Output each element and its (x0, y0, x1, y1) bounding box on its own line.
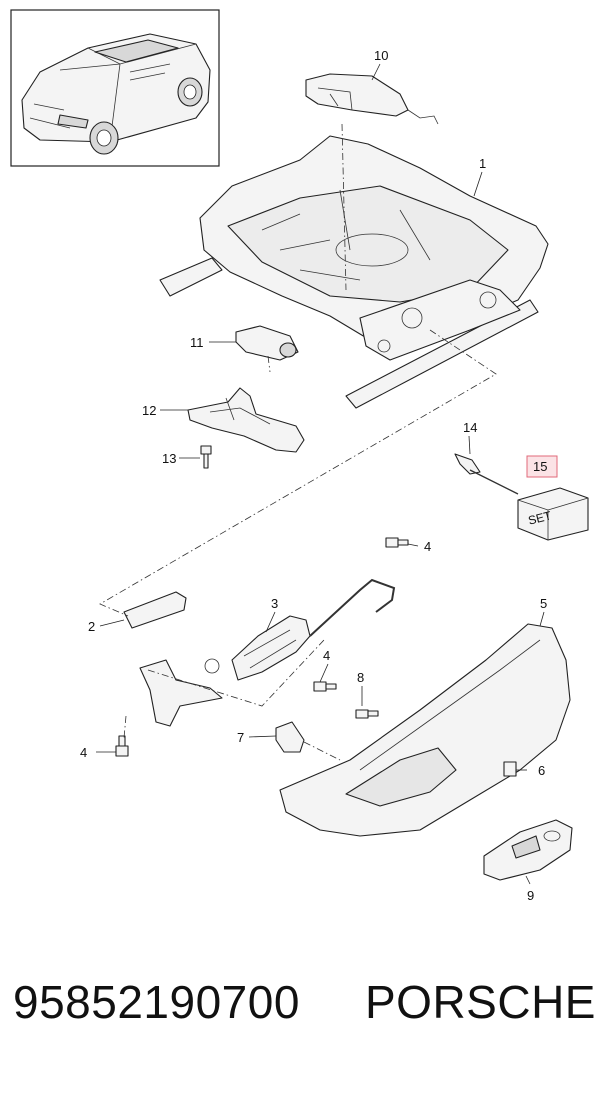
part-15-set-box: SET (517, 487, 589, 541)
part-1-seat-frame (159, 135, 549, 409)
callout-11: 11 (190, 335, 204, 350)
assembly-lines (99, 123, 497, 761)
callout-1: 1 (479, 156, 486, 171)
vehicle-thumbnail (10, 9, 220, 167)
part-2-lever (123, 591, 223, 727)
callout-13: 13 (162, 451, 176, 466)
callout-9: 9 (527, 888, 534, 903)
callout-4-mid: 4 (323, 648, 330, 663)
brand-name: PORSCHE (365, 976, 596, 1028)
part-10-cover (305, 73, 439, 125)
callout-labels: 1 10 11 12 13 14 15 4 2 3 4 5 8 6 7 4 9 (80, 48, 558, 903)
part-8-screw (355, 709, 369, 719)
callout-6: 6 (538, 763, 545, 778)
footer: 95852190700 PORSCHE (0, 975, 600, 1055)
part-12-bracket (187, 387, 305, 453)
callout-5: 5 (540, 596, 547, 611)
part-number: 95852190700 (13, 976, 300, 1028)
set-box-label: SET (527, 508, 554, 527)
callout-3: 3 (271, 596, 278, 611)
callout-10: 10 (374, 48, 388, 63)
part-13-screw (200, 445, 212, 469)
callout-7: 7 (237, 730, 244, 745)
part-11-module (235, 325, 299, 361)
callout-4-top: 4 (424, 539, 431, 554)
callout-15: 15 (533, 459, 547, 474)
part-14-cable-tie (454, 453, 519, 495)
part-5-side-panel (279, 623, 571, 837)
callout-14: 14 (463, 420, 477, 435)
callout-2: 2 (88, 619, 95, 634)
leader-lines (96, 63, 545, 885)
callout-8: 8 (357, 670, 364, 685)
callout-4-bottom: 4 (80, 745, 87, 760)
part-9-trim (483, 819, 573, 881)
callout-12: 12 (142, 403, 156, 418)
callout-15-highlight: 15 (526, 455, 558, 478)
part-3-linkage (231, 578, 396, 681)
part-6-nut (503, 761, 517, 777)
part-7-clip (275, 721, 305, 753)
parts-diagram: SET (10, 9, 589, 903)
fasteners (115, 537, 517, 777)
